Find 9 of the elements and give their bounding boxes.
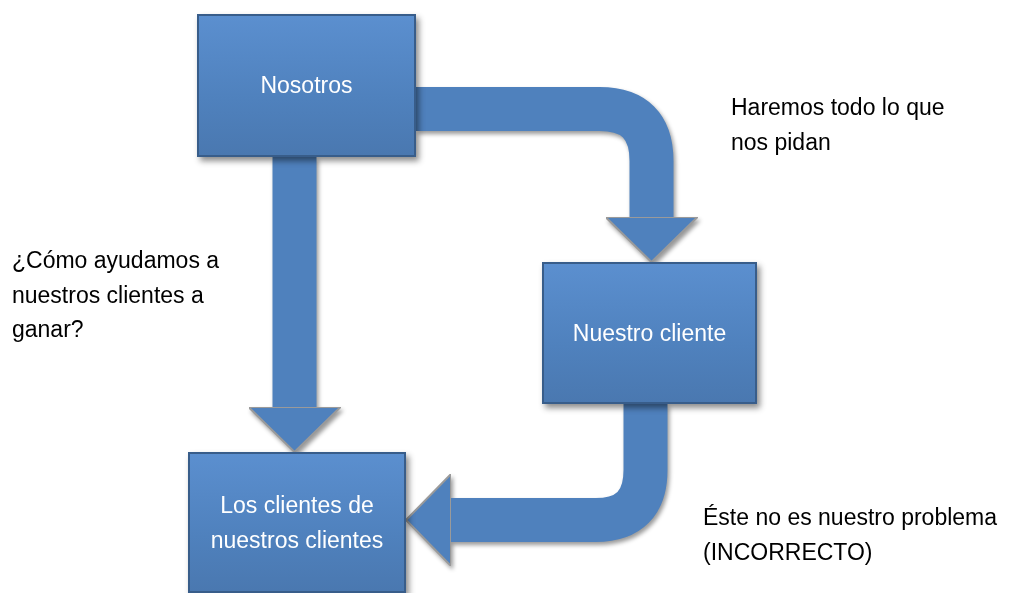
box-label: Los clientes de nuestros clientes [209, 491, 385, 555]
process-box [188, 452, 406, 593]
process-box [197, 14, 416, 157]
box-label: Nuestro cliente [572, 318, 727, 348]
block-arrow [247, 157, 342, 453]
box-label: Nosotros [260, 71, 353, 101]
block-arrow [405, 404, 668, 567]
process-box [542, 262, 757, 404]
block-arrow [416, 87, 699, 263]
